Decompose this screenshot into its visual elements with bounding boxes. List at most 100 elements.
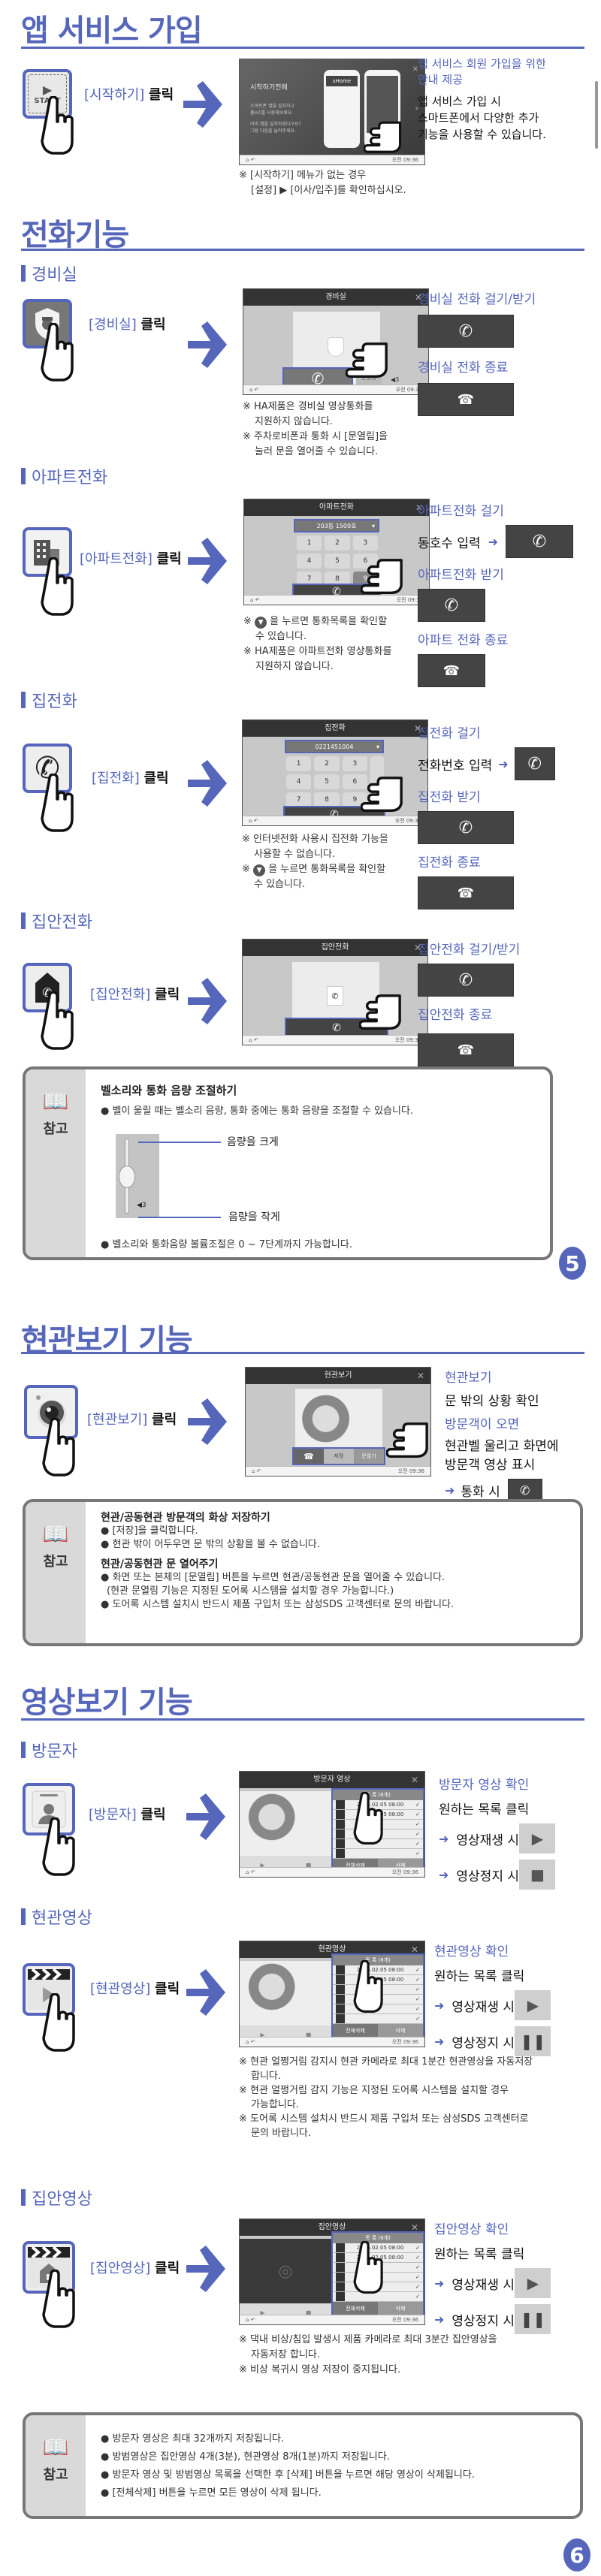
close-icon[interactable]: ✕ bbox=[416, 1371, 424, 1381]
check-icon[interactable]: ✓ bbox=[415, 2255, 420, 2261]
key[interactable]: 7 bbox=[286, 792, 312, 807]
pause-button[interactable]: ❚❚ bbox=[515, 2304, 551, 2334]
home-back-icons[interactable]: ⌂ ↶ bbox=[249, 1037, 258, 1043]
key[interactable]: 9 bbox=[342, 792, 367, 807]
list-item[interactable]: 2016.02.05 08:00✓ bbox=[333, 2243, 423, 2253]
answer-button[interactable]: ✆ bbox=[418, 589, 485, 622]
close-icon[interactable]: ✕ bbox=[414, 292, 422, 303]
check-icon[interactable]: ✓ bbox=[415, 1851, 420, 1857]
home-back-icons[interactable]: ⌂ ↶ bbox=[250, 597, 260, 603]
dropdown-icon[interactable]: ▾ bbox=[376, 743, 379, 750]
stop-icon[interactable]: ■ bbox=[305, 2309, 312, 2316]
call-button[interactable]: ✆ bbox=[506, 525, 574, 558]
next-chevron-icon[interactable]: › bbox=[415, 103, 418, 113]
key[interactable]: 5 bbox=[325, 554, 350, 569]
check-icon[interactable]: ✓ bbox=[415, 1811, 420, 1817]
close-icon[interactable]: ✕ bbox=[413, 943, 421, 953]
key[interactable]: 3 bbox=[342, 756, 367, 771]
list-item[interactable]: 2016.02.05 08:00✓ bbox=[333, 1965, 423, 1975]
play-button[interactable]: ▶ bbox=[515, 1990, 551, 2020]
check-icon[interactable]: ✓ bbox=[415, 1821, 420, 1827]
call-answer-button[interactable]: ✆ bbox=[418, 964, 514, 997]
check-icon[interactable]: ✓ bbox=[415, 2284, 420, 2290]
key[interactable]: 4 bbox=[286, 774, 312, 789]
open-door-button[interactable]: 문열기 bbox=[354, 1449, 384, 1464]
close-icon[interactable]: ✕ bbox=[410, 1775, 418, 1785]
save-button[interactable]: 저장 bbox=[324, 1449, 354, 1464]
check-icon[interactable]: ✓ bbox=[415, 1802, 420, 1808]
slider-thumb[interactable] bbox=[119, 1166, 135, 1188]
list-item[interactable]: 2016.02.05 08:00✓ bbox=[333, 2253, 423, 2263]
hang-up-button[interactable]: ☎ bbox=[418, 1033, 514, 1066]
close-icon[interactable]: ✕ bbox=[410, 2222, 418, 2233]
check-icon[interactable]: ✓ bbox=[415, 2006, 420, 2012]
play-icon[interactable]: ▶ bbox=[260, 1861, 265, 1869]
hang-up-button[interactable]: ☎ bbox=[418, 383, 514, 416]
close-icon[interactable]: ✕ bbox=[415, 502, 423, 513]
check-icon[interactable]: ✓ bbox=[415, 1831, 420, 1837]
play-button[interactable]: ▶ bbox=[519, 1823, 556, 1854]
close-icon[interactable]: ✕ bbox=[413, 723, 421, 734]
check-icon[interactable]: ✓ bbox=[415, 2245, 420, 2251]
home-back-icons[interactable]: ⌂ ↶ bbox=[249, 818, 258, 824]
home-back-icons[interactable]: ⌂ ↶ bbox=[246, 1869, 255, 1875]
delete-button[interactable]: 삭제 bbox=[378, 2302, 423, 2315]
key[interactable]: 4 bbox=[297, 554, 322, 569]
key[interactable]: 6 bbox=[342, 774, 367, 789]
check-icon[interactable]: ✓ bbox=[415, 2294, 420, 2300]
key[interactable]: 2 bbox=[325, 535, 350, 550]
key[interactable]: 5 bbox=[314, 774, 340, 789]
key[interactable]: 1 bbox=[286, 756, 312, 771]
key[interactable]: 8 bbox=[314, 792, 340, 807]
call-button[interactable]: ☎ bbox=[294, 1449, 324, 1464]
key[interactable]: 8 bbox=[325, 572, 350, 587]
key[interactable]: 2 bbox=[314, 756, 340, 771]
play-icon[interactable]: ▶ bbox=[260, 2309, 265, 2316]
call-button[interactable]: ✆ bbox=[507, 1479, 542, 1501]
hang-up-button[interactable]: ☎ bbox=[418, 876, 514, 909]
stop-button[interactable]: ■ bbox=[519, 1860, 556, 1890]
check-icon[interactable]: ✓ bbox=[415, 2016, 420, 2022]
key[interactable]: 3 bbox=[352, 535, 378, 550]
key[interactable]: 6 bbox=[352, 554, 378, 569]
home-back-icons[interactable]: ⌂ ↶ bbox=[252, 1468, 261, 1474]
check-icon[interactable]: ✓ bbox=[415, 1977, 420, 1983]
home-back-icons[interactable]: ⌂ ↶ bbox=[246, 157, 255, 163]
dropdown-icon[interactable]: ▾ bbox=[371, 522, 375, 529]
key[interactable]: 7 bbox=[297, 572, 322, 587]
close-icon[interactable]: ✕ bbox=[410, 1944, 418, 1955]
play-button[interactable]: ▶ bbox=[515, 2268, 551, 2298]
check-icon[interactable]: ✓ bbox=[415, 2264, 420, 2270]
home-back-icons[interactable]: ⌂ ↶ bbox=[246, 2039, 255, 2045]
list-item[interactable]: ✓ bbox=[333, 1839, 423, 1849]
delete-all-button[interactable]: 전체삭제 bbox=[333, 2024, 378, 2038]
number-display[interactable]: 0221451004▾ bbox=[285, 740, 384, 753]
apartment-phone-button[interactable] bbox=[23, 527, 72, 577]
check-icon[interactable]: ✓ bbox=[415, 1986, 420, 1992]
pause-button[interactable]: ❚❚ bbox=[515, 2026, 551, 2056]
delete-all-button[interactable]: 전체삭제 bbox=[333, 2302, 378, 2315]
close-icon[interactable]: ✕ bbox=[412, 65, 418, 74]
answer-button[interactable]: ✆ bbox=[418, 811, 514, 844]
check-icon[interactable]: ✓ bbox=[415, 1841, 420, 1847]
list-item[interactable]: ✓ bbox=[333, 2292, 423, 2302]
number-display[interactable]: 203동 1509호▾ bbox=[294, 519, 379, 532]
entrance-video-button[interactable] bbox=[23, 1963, 75, 2016]
call-answer-button[interactable]: ✆ bbox=[418, 315, 514, 348]
stop-icon[interactable]: ■ bbox=[305, 1861, 312, 1869]
call-button[interactable]: ✆ bbox=[514, 747, 555, 780]
check-icon[interactable]: ✓ bbox=[415, 1967, 420, 1973]
reference-content: 현관/공동현관 방문객의 화상 저장하기 ● [저장]을 클릭합니다. ● 현관… bbox=[101, 1511, 569, 1612]
home-back-icons[interactable]: ⌂ ↶ bbox=[246, 2317, 255, 2323]
list-item[interactable]: ✓ bbox=[333, 1849, 423, 1859]
play-icon[interactable]: ▶ bbox=[260, 2031, 265, 2038]
check-icon[interactable]: ✓ bbox=[415, 2274, 420, 2280]
stop-icon[interactable]: ■ bbox=[305, 2031, 312, 2038]
hang-up-button[interactable]: ☎ bbox=[418, 654, 485, 687]
list-item[interactable]: ✓ bbox=[333, 2014, 423, 2024]
check-icon[interactable]: ✓ bbox=[415, 1996, 420, 2002]
delete-button[interactable]: 삭제 bbox=[378, 2024, 423, 2038]
home-back-icons[interactable]: ⌂ ↶ bbox=[249, 387, 259, 393]
key[interactable]: 1 bbox=[297, 535, 322, 550]
volume-slider[interactable]: ◀3 bbox=[116, 1134, 159, 1218]
